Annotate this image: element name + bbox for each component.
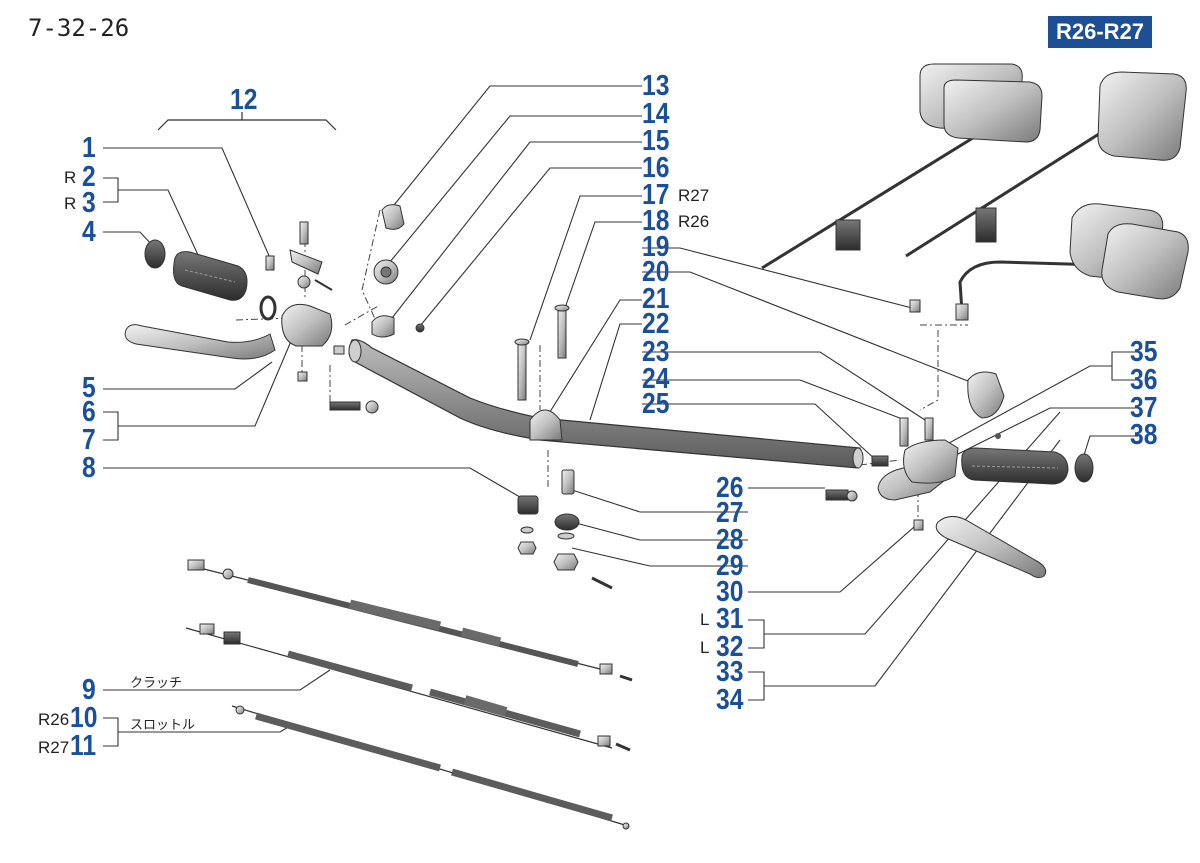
callout-29: 29 <box>716 550 744 582</box>
callout-11: 11 <box>70 730 97 762</box>
switch-parts <box>371 204 425 338</box>
callout-7: 7 <box>82 424 96 456</box>
throttle-cable-b <box>231 705 630 830</box>
callout-23: 23 <box>642 336 670 368</box>
callout-36: 36 <box>1130 364 1158 396</box>
page-reference: 7-32-26 <box>28 14 130 42</box>
callout-27: 27 <box>716 497 744 529</box>
callout-12: 12 <box>230 84 258 116</box>
callout-24: 24 <box>642 363 670 395</box>
callout-34: 34 <box>716 684 744 716</box>
throttle-cable-a <box>185 623 631 752</box>
mirror-right-pair <box>905 71 1187 258</box>
callout-26: 26 <box>716 472 744 504</box>
callout-37: 37 <box>1130 392 1158 424</box>
callout-5: 5 <box>82 372 96 404</box>
throttle-label: スロットル <box>130 718 196 733</box>
callout-28: 28 <box>716 524 744 556</box>
callout-6: 6 <box>82 396 96 428</box>
clutch-label: クラッチ <box>130 676 183 691</box>
prefix-2: R <box>64 168 77 187</box>
callout-20: 20 <box>642 256 670 288</box>
clamp-bolts <box>514 304 570 401</box>
suffix-17: R27 <box>678 186 710 205</box>
left-bar-end <box>144 239 166 269</box>
callout-33: 33 <box>716 656 744 688</box>
callout-1: 1 <box>82 132 96 164</box>
model-badge: R26-R27 <box>1048 16 1153 48</box>
callout-17: 17 <box>642 179 670 211</box>
right-bar-end <box>1074 453 1094 483</box>
assembly-lines <box>235 209 968 520</box>
mirror-left-pair <box>761 63 1043 270</box>
callout-9: 9 <box>82 674 96 706</box>
callout-10: 10 <box>70 702 98 734</box>
center-clamp <box>529 409 563 441</box>
callout-4: 4 <box>82 216 96 248</box>
callout-38: 38 <box>1130 419 1158 451</box>
callout-13: 13 <box>642 70 670 102</box>
left-grip <box>173 251 248 301</box>
callout-15: 15 <box>642 125 670 157</box>
mount-hardware <box>517 469 613 590</box>
callout-14: 14 <box>642 98 670 130</box>
callout-25: 25 <box>642 388 670 420</box>
right-switch-cover <box>967 371 1005 419</box>
callout-18: 18 <box>642 205 670 237</box>
prefix-11: R27 <box>38 738 70 757</box>
prefix-3: R <box>64 194 77 213</box>
prefix-32: L <box>700 638 710 657</box>
right-control-housing <box>825 417 959 531</box>
suffix-18: R26 <box>678 212 710 231</box>
callout-2: 2 <box>82 161 96 193</box>
callout-35: 35 <box>1130 336 1158 368</box>
callout-8: 8 <box>82 452 96 484</box>
right-grip <box>961 447 1069 485</box>
callout-19: 19 <box>642 231 670 263</box>
callout-3: 3 <box>82 187 96 219</box>
left-control-housing <box>265 221 379 414</box>
prefix-10: R26 <box>38 710 70 729</box>
group-bracket-12 <box>157 119 337 131</box>
callout-22: 22 <box>642 308 670 340</box>
left-lever <box>124 324 276 360</box>
right-lever <box>935 516 1047 579</box>
clutch-cable <box>187 559 633 682</box>
callout-30: 30 <box>716 576 744 608</box>
callout-21: 21 <box>642 283 670 315</box>
callout-16: 16 <box>642 152 670 184</box>
mirror-stalk-19 <box>909 203 1189 321</box>
callout-31: 31 <box>716 603 744 635</box>
prefix-31: L <box>700 610 710 629</box>
callout-32: 32 <box>716 631 744 663</box>
